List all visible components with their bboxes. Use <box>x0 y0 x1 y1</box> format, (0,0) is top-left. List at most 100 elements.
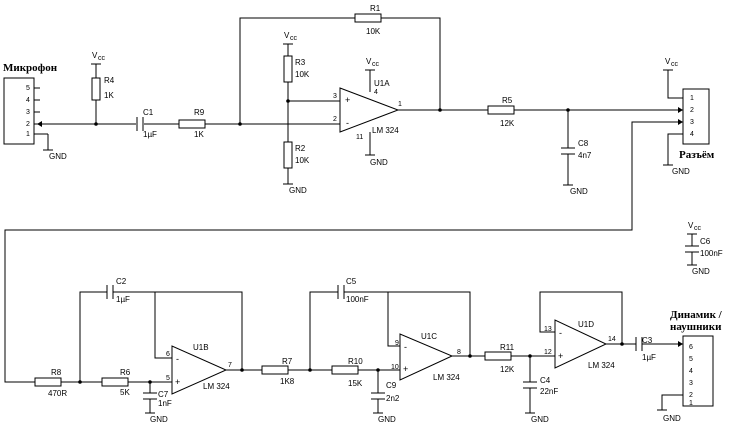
capacitor-c5: C5 100nF <box>337 277 369 304</box>
microphone-connector: Микрофон 5 4 3 2 1 GND <box>3 62 67 161</box>
svg-text:1K8: 1K8 <box>280 377 295 386</box>
gnd-label: GND <box>49 152 67 161</box>
svg-text:4: 4 <box>374 89 378 96</box>
junction-dot <box>78 380 82 384</box>
svg-text:GND: GND <box>378 415 396 424</box>
ground-symbol: GND <box>283 183 307 195</box>
razem-title: Разъём <box>679 149 715 161</box>
svg-text:1K: 1K <box>194 130 204 139</box>
microphone-pin-label: 3 <box>26 109 30 116</box>
svg-text:C1: C1 <box>143 108 154 117</box>
arrow-icon <box>678 341 683 347</box>
svg-text:V: V <box>366 57 372 66</box>
junction-dot <box>240 368 244 372</box>
svg-text:R8: R8 <box>51 368 62 377</box>
opamp-u1b: - + 6 5 7 U1B LM 324 <box>166 343 232 395</box>
svg-text:V: V <box>284 31 290 40</box>
svg-text:R6: R6 <box>120 368 131 377</box>
speaker-pin-label: 4 <box>689 368 693 375</box>
svg-text:470R: 470R <box>48 389 67 398</box>
svg-text:11: 11 <box>356 134 363 141</box>
junction-dot <box>620 342 624 346</box>
microphone-title: Микрофон <box>3 62 58 74</box>
capacitor-c7: C7 1nF <box>143 390 172 408</box>
razem-pin-label: 2 <box>690 107 694 114</box>
svg-text:12: 12 <box>544 349 552 356</box>
svg-text:-: - <box>346 118 349 128</box>
speaker-pin-label: 3 <box>689 380 693 387</box>
svg-text:GND: GND <box>289 186 307 195</box>
svg-text:4n7: 4n7 <box>578 151 592 160</box>
svg-text:U1B: U1B <box>193 343 209 352</box>
capacitor-c1: C1 1µF <box>136 108 157 139</box>
svg-text:2: 2 <box>333 116 337 123</box>
junctions <box>78 99 624 384</box>
speaker-pin-label: 6 <box>689 344 693 351</box>
opamp-u1a: + - 3 2 1 4 11 U1A LM 324 <box>333 79 402 141</box>
wires <box>4 17 693 413</box>
connection-arrows <box>37 107 683 347</box>
razem-pin-label: 4 <box>690 131 694 138</box>
svg-text:10K: 10K <box>295 70 310 79</box>
svg-text:cc: cc <box>372 61 380 68</box>
svg-text:R10: R10 <box>348 357 363 366</box>
svg-text:R4: R4 <box>104 76 115 85</box>
svg-text:+: + <box>345 95 350 105</box>
svg-text:8: 8 <box>457 349 461 356</box>
svg-text:cc: cc <box>671 61 679 68</box>
speaker-title-line2: наушники <box>670 321 722 333</box>
svg-text:1µF: 1µF <box>642 353 656 362</box>
svg-text:cc: cc <box>290 35 298 42</box>
vcc-symbol: V cc <box>365 57 380 71</box>
svg-text:C7: C7 <box>158 390 169 399</box>
arrow-icon <box>678 119 683 125</box>
svg-text:10K: 10K <box>295 156 310 165</box>
svg-text:V: V <box>92 51 98 60</box>
junction-dot <box>308 368 312 372</box>
svg-text:V: V <box>688 221 694 230</box>
svg-text:10K: 10K <box>366 27 381 36</box>
svg-text:U1D: U1D <box>578 320 594 329</box>
capacitor-c9: C9 2n2 <box>371 381 400 403</box>
svg-text:C4: C4 <box>540 376 551 385</box>
svg-text:R7: R7 <box>282 357 293 366</box>
microphone-pin-label: 1 <box>26 131 30 138</box>
svg-text:C5: C5 <box>346 277 357 286</box>
razem-connector-body <box>682 88 710 145</box>
svg-text:12K: 12K <box>500 119 515 128</box>
razem-pin-label: 1 <box>690 95 694 102</box>
speaker-title-line1: Динамик / <box>670 309 723 321</box>
svg-text:2n2: 2n2 <box>386 394 400 403</box>
junction-dot <box>438 108 442 112</box>
svg-text:cc: cc <box>694 225 702 232</box>
opamp-u1c: - + 9 10 8 U1C LM 324 <box>391 332 461 382</box>
svg-text:cc: cc <box>98 55 106 62</box>
junction-dot <box>238 122 242 126</box>
opamp-u1d: - + 13 12 14 U1D LM 324 <box>544 319 616 370</box>
svg-text:22nF: 22nF <box>540 387 558 396</box>
gnd-label: GND <box>663 414 681 423</box>
capacitor-c8: C8 4n7 <box>561 139 592 160</box>
vcc-symbol: V cc <box>91 51 106 65</box>
junction-dot <box>376 368 380 372</box>
resistor-r2: R2 10K <box>283 141 310 169</box>
svg-text:9: 9 <box>395 340 399 347</box>
svg-text:+: + <box>558 351 563 361</box>
speaker-connector: Динамик / наушники 6 5 4 3 2 1 GND <box>657 309 723 423</box>
svg-text:LM 324: LM 324 <box>203 382 230 391</box>
svg-text:-: - <box>176 354 179 364</box>
svg-text:1nF: 1nF <box>158 399 172 408</box>
junction-dot <box>148 380 152 384</box>
svg-text:LM 324: LM 324 <box>588 361 615 370</box>
svg-text:+: + <box>403 364 408 374</box>
resistor-r5: R5 12K <box>487 96 515 128</box>
arrow-icon <box>678 107 683 113</box>
svg-text:R11: R11 <box>500 343 515 352</box>
svg-text:5K: 5K <box>120 388 130 397</box>
svg-text:1µF: 1µF <box>143 130 157 139</box>
capacitor-c4: C4 22nF <box>523 376 558 396</box>
resistor-r6: R6 5K <box>101 368 131 397</box>
junction-dot <box>286 99 290 103</box>
svg-text:15K: 15K <box>348 379 363 388</box>
capacitor-c2: C2 1µF <box>106 277 130 304</box>
